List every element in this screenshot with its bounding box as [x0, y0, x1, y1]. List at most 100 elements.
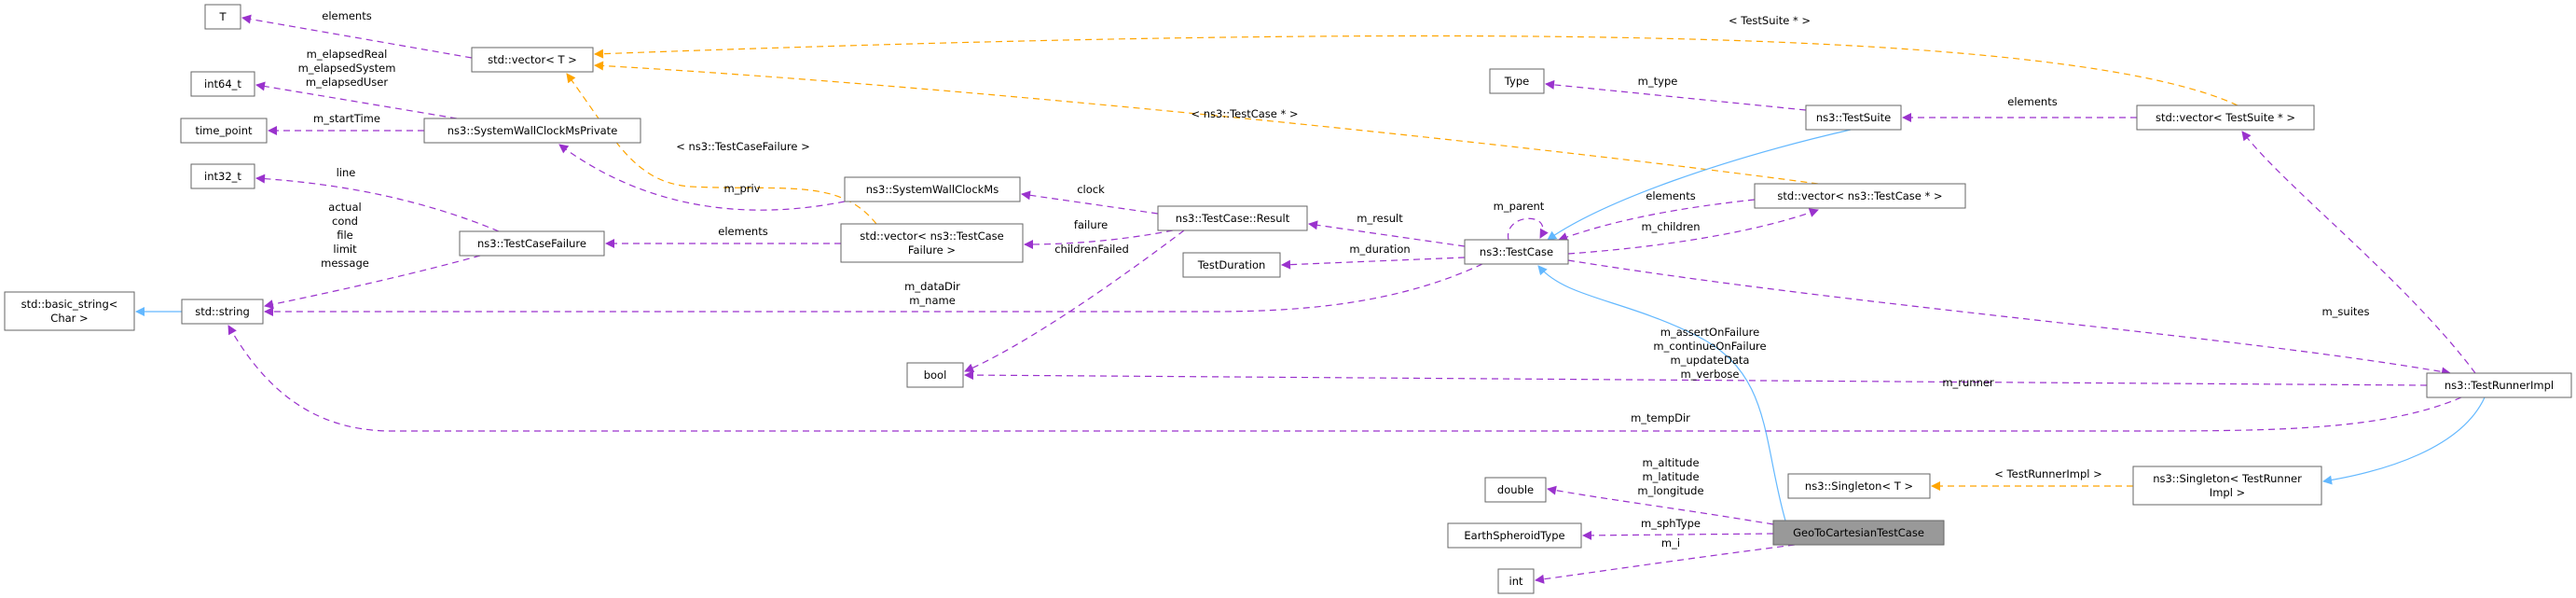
node-box [1157, 205, 1308, 231]
class-node-basicstring[interactable]: std::basic_string<Char > [4, 291, 135, 331]
class-node-vectort[interactable]: std::vector< T > [471, 47, 594, 73]
class-node-string[interactable]: std::string [181, 299, 264, 325]
edge-label-line: line [337, 166, 356, 179]
template-edge-vectorTS-to-vectorT [594, 35, 2239, 106]
edge-label: m_duration [1349, 243, 1410, 256]
edge-label-line: m_elapsedReal [307, 48, 388, 61]
edge-label: m_suites [2321, 305, 2369, 318]
edge-label: clock [1077, 183, 1105, 196]
edge-label-line: m_elapsedSystem [298, 62, 396, 75]
class-node-spheroid[interactable]: EarthSpheroidType [1447, 522, 1582, 549]
usage-edge-geo-to-spheroid [1582, 530, 1774, 540]
edge-label-line: m_duration [1349, 243, 1410, 256]
node-label: int [1509, 575, 1523, 588]
edge-label-line: cond [332, 215, 358, 228]
edge-labels-layer: elements m_elapsedRealm_elapsedSystemm_el… [298, 9, 2370, 549]
class-node-singletont[interactable]: ns3::Singleton< T > [1787, 473, 1931, 499]
usage-edge-testcase-to-vectorTC [1567, 208, 1819, 255]
edge-label-line: m_type [1638, 75, 1678, 88]
template-edge-vectorTC-to-vectorT [594, 61, 1819, 185]
edge-label: failure [1074, 218, 1108, 231]
class-node-testcase[interactable]: ns3::TestCase [1464, 239, 1569, 265]
class-node-vectorts[interactable]: std::vector< TestSuite * > [2136, 104, 2315, 131]
node-box [2426, 372, 2572, 398]
usage-edge-result-to-bool [964, 229, 1185, 373]
edge-label: line [337, 166, 356, 179]
node-box [1447, 522, 1582, 549]
class-node-int[interactable]: int [1497, 568, 1535, 594]
node-box [180, 118, 268, 144]
edge-label-line: m_updateData [1671, 354, 1750, 367]
node-label: std::vector< T > [488, 53, 577, 66]
edge-label-line: < ns3::TestCaseFailure > [676, 140, 810, 153]
class-node-result[interactable]: ns3::TestCase::Result [1157, 205, 1308, 231]
edge-label-line: m_sphType [1641, 517, 1701, 530]
edge-label-line: actual [328, 201, 361, 214]
class-node-swcm[interactable]: ns3::SystemWallClockMs [844, 176, 1021, 202]
node-box [1489, 68, 1545, 94]
edge-label-line: elements [322, 9, 371, 22]
class-node-geo[interactable]: GeoToCartesianTestCase [1772, 520, 1945, 546]
inheritance-edge-runner-to-singletonTRI [2322, 396, 2486, 485]
usage-edge-testcase-to-result [1308, 220, 1466, 247]
node-box [1805, 104, 1902, 131]
node-box [906, 362, 964, 388]
edge-label-line: clock [1077, 183, 1105, 196]
node-box [423, 118, 641, 144]
usage-edge-geo-to-double [1547, 485, 1774, 525]
class-node-type[interactable]: Type [1489, 68, 1545, 94]
node-box [190, 71, 255, 97]
node-label: ns3::Singleton< TestRunner [2153, 472, 2302, 485]
edge-label: elements [322, 9, 371, 22]
class-node-vectortcf[interactable]: std::vector< ns3::TestCaseFailure > [840, 223, 1024, 263]
edge-label-line: m_startTime [313, 112, 380, 125]
template-edge-vectorTCF-to-vectorT [566, 73, 877, 225]
node-label: ns3::TestCaseFailure [477, 237, 586, 250]
usage-edge-runner-to-string [227, 325, 2462, 432]
class-node-int64[interactable]: int64_t [190, 71, 255, 97]
node-label: double [1497, 483, 1534, 496]
node-label: Char > [50, 312, 88, 325]
edge-label-line: elements [718, 225, 767, 238]
node-label: std::vector< ns3::TestCase [860, 229, 1003, 243]
node-label: T [218, 10, 227, 23]
class-node-t[interactable]: T [204, 4, 241, 30]
class-node-duration[interactable]: TestDuration [1182, 252, 1281, 278]
edge-label-line: m_suites [2321, 305, 2369, 318]
class-node-singletontri[interactable]: ns3::Singleton< TestRunnerImpl > [2132, 466, 2322, 506]
inheritance-edge-testsuite-to-testcase [1547, 129, 1852, 241]
edge-label-line: file [337, 229, 353, 242]
edge-label: m_children [1641, 220, 1700, 233]
class-node-bool[interactable]: bool [906, 362, 964, 388]
class-node-int32[interactable]: int32_t [190, 163, 255, 189]
node-box [471, 47, 594, 73]
edge-label: m_assertOnFailurem_continueOnFailurem_up… [1653, 326, 1766, 381]
usage-edge-vectorTC-to-testcase [1558, 199, 1756, 242]
edge-label-line: m_verbose [1681, 368, 1740, 381]
node-box [4, 291, 135, 331]
node-box [1787, 473, 1931, 499]
node-label: GeoToCartesianTestCase [1793, 526, 1924, 539]
edge-label: m_elapsedRealm_elapsedSystemm_elapsedUse… [298, 48, 396, 89]
node-box [1182, 252, 1281, 278]
class-node-swcmp[interactable]: ns3::SystemWallClockMsPrivate [423, 118, 641, 144]
usage-edge-tcf-to-string [264, 255, 481, 310]
edge-label-line: m_continueOnFailure [1653, 340, 1766, 353]
class-node-runner[interactable]: ns3::TestRunnerImpl [2426, 372, 2572, 398]
node-label: ns3::TestRunnerImpl [2445, 379, 2554, 392]
edge-label: < TestRunnerImpl > [1994, 467, 2101, 480]
usage-edge-testsuite-to-type [1545, 79, 1807, 111]
class-node-timepoint[interactable]: time_point [180, 118, 268, 144]
edge-label: childrenFailed [1054, 243, 1129, 256]
class-node-testsuite[interactable]: ns3::TestSuite [1805, 104, 1902, 131]
class-node-vectortc[interactable]: std::vector< ns3::TestCase * > [1754, 183, 1966, 209]
edge-label: m_result [1357, 212, 1403, 225]
usage-edge-vectorT-to-T [241, 14, 473, 59]
class-node-double[interactable]: double [1484, 477, 1547, 503]
edge-label-line: elements [1646, 189, 1695, 202]
edge-label: m_startTime [313, 112, 380, 125]
edge-label: m_sphType [1641, 517, 1701, 530]
class-node-tcf[interactable]: ns3::TestCaseFailure [459, 230, 605, 257]
